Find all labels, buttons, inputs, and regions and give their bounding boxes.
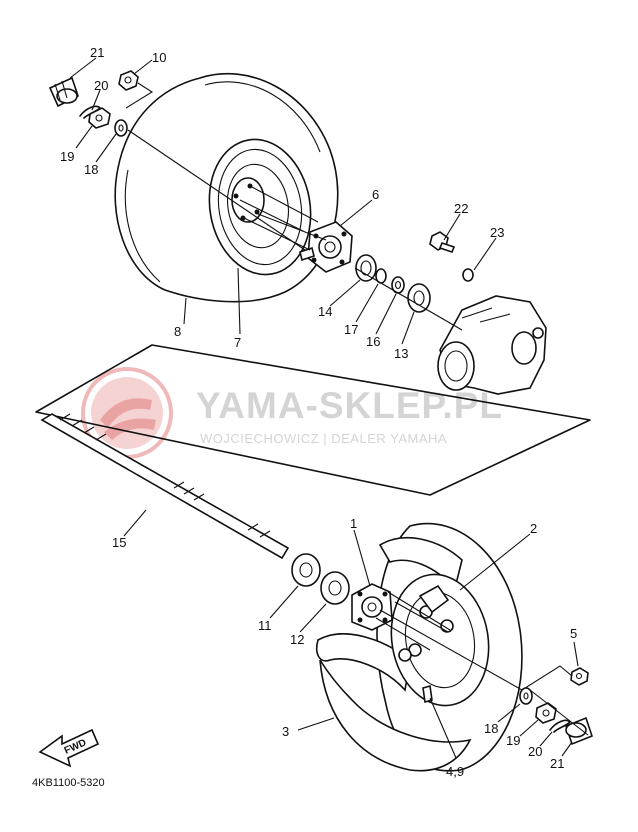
fwd-arrow: FWD: [38, 728, 100, 768]
callout-21-bottom: 21: [550, 756, 564, 771]
cotter-pin-20-bottom: [549, 719, 571, 733]
callout-1: 1: [350, 516, 357, 531]
nut-5: [570, 667, 589, 686]
bearing-11: [291, 553, 321, 587]
hub-6: [299, 221, 353, 273]
callout-5: 5: [570, 626, 577, 641]
leader-lines: [69, 57, 589, 759]
axle-outline-box: [35, 344, 591, 496]
bearing-13: [407, 283, 431, 313]
callout-11: 11: [258, 618, 272, 633]
callout-10: 10: [152, 50, 166, 65]
callout-8: 8: [174, 324, 181, 339]
watermark-title: YAMA-SKLEP.PL: [196, 385, 503, 426]
callout-labels: 21 10 20 19 18 6 22 23 8 7 14 17 16 13 1…: [60, 45, 577, 779]
bearing-14: [355, 254, 377, 282]
cotter-pin-20-top: [79, 105, 101, 119]
hub-1: [351, 583, 393, 631]
callout-4-9: 4,9: [446, 764, 464, 779]
callout-7: 7: [234, 335, 241, 350]
callout-18-bottom: 18: [484, 721, 498, 736]
hub-assembly: [299, 221, 431, 313]
lower-wheel: [315, 522, 523, 772]
callout-17: 17: [344, 322, 358, 337]
callout-3: 3: [282, 724, 289, 739]
callout-13: 13: [394, 346, 408, 361]
upper-wheel: [114, 73, 339, 303]
cap-nut-21-bottom: [565, 716, 593, 746]
callout-22: 22: [454, 201, 468, 216]
bearing-12: [320, 571, 350, 605]
nut-19-bottom: [535, 702, 557, 724]
callout-19-top: 19: [60, 149, 74, 164]
callout-15: 15: [112, 535, 126, 550]
watermark-subtitle: WOJCIECHOWICZ | DEALER YAMAHA: [200, 431, 447, 446]
top-nut-parts: [48, 70, 139, 137]
watermark: YAMA-SKLEP.PL WOJCIECHOWICZ | DEALER YAM…: [81, 367, 503, 459]
callout-12: 12: [290, 632, 304, 647]
bolt-22: [429, 231, 456, 253]
nut-10: [118, 70, 139, 91]
callout-20-bottom: 20: [528, 744, 542, 759]
washer-23: [462, 268, 474, 282]
cap-nut-21-top: [48, 76, 79, 108]
callout-16: 16: [366, 334, 380, 349]
callout-2: 2: [530, 521, 537, 536]
callout-20-top: 20: [94, 78, 108, 93]
callout-18-top: 18: [84, 162, 98, 177]
callout-14: 14: [318, 304, 332, 319]
callout-19-bottom: 19: [506, 733, 520, 748]
callout-6: 6: [372, 187, 379, 202]
rear-axle-15: [40, 413, 290, 560]
rim-2: [390, 573, 490, 707]
washer-18-top: [114, 119, 128, 137]
callout-23: 23: [490, 225, 504, 240]
callout-21-top: 21: [90, 45, 104, 60]
nut-19-top: [88, 107, 111, 129]
diagram-code: 4KB1100-5320: [32, 777, 105, 789]
final-gear-case: [437, 295, 547, 395]
